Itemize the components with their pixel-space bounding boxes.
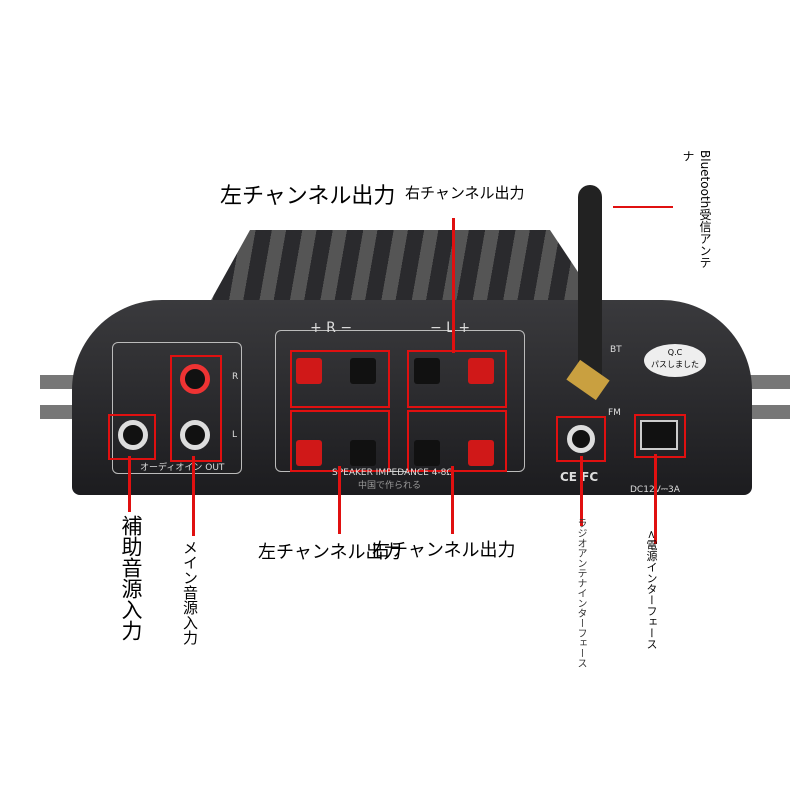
terminal-r-plus[interactable]: [296, 358, 322, 384]
made-in: 中国で作られる: [358, 481, 422, 491]
r-label: R: [232, 372, 239, 382]
rca-right-jack[interactable]: [180, 364, 210, 394]
terminal-l2-minus[interactable]: [414, 440, 440, 466]
input-panel: [112, 342, 242, 474]
rca-highlight: [170, 355, 222, 462]
dc-jack[interactable]: [640, 420, 678, 450]
dc-highlight: [634, 414, 686, 458]
left-out-top-label: 左チャンネル出力: [220, 184, 396, 209]
cert-marks: CE FC: [560, 470, 599, 484]
bt-label: BT: [610, 345, 622, 355]
fm-label: FM: [608, 408, 621, 418]
callout-line: [613, 206, 673, 208]
aux-highlight: [108, 414, 156, 460]
qc-1: Q.C: [667, 348, 683, 357]
audio-in-label: オーディオイン OUT: [140, 463, 225, 473]
aux-jack[interactable]: [118, 420, 148, 450]
l-polarity: − L +: [430, 320, 471, 336]
terminal-r2-plus[interactable]: [296, 440, 322, 466]
bt-antenna-label: Bluetooth受信アンテナ: [681, 150, 712, 269]
rca-left-jack[interactable]: [180, 420, 210, 450]
callout-line: [451, 466, 454, 534]
qc-2: パスしました: [651, 360, 699, 369]
highlight-r-bottom: [290, 410, 390, 472]
l-label: L: [232, 430, 238, 440]
aux-in-label: 補助音源入力: [119, 515, 143, 641]
highlight-r-top: [290, 350, 390, 408]
antenna-icon: [578, 185, 602, 380]
main-in-label: メイン音源入力: [181, 540, 199, 645]
left-out-bottom-label: 左チャンネル出力: [258, 542, 402, 563]
callout-line: [338, 466, 341, 534]
terminal-l2-plus[interactable]: [468, 440, 494, 466]
highlight-l-top: [407, 350, 507, 408]
amplifier-body: [72, 300, 752, 495]
callout-line: [128, 456, 131, 512]
speaker-panel: [275, 330, 525, 472]
qc-sticker: Q.C パスしました: [644, 344, 706, 377]
highlight-l-bottom: [407, 410, 507, 472]
callout-line: [654, 454, 657, 544]
callout-line: [452, 218, 455, 353]
terminal-l-minus[interactable]: [414, 358, 440, 384]
power-label: <電源インターフェース: [645, 530, 658, 650]
terminal-r-minus[interactable]: [350, 358, 376, 384]
fm-antenna-label: ラジオアンテナインターフェース: [575, 518, 586, 668]
callout-line: [580, 456, 583, 526]
right-out-top-label: 右チャンネル出力: [405, 184, 525, 202]
callout-line: [192, 456, 195, 536]
fm-jack[interactable]: [567, 425, 595, 453]
speaker-impedance: SPEAKER IMPEDANCE 4-8Ω: [332, 468, 454, 478]
terminal-l-plus[interactable]: [468, 358, 494, 384]
r-polarity: + R −: [310, 320, 353, 336]
terminal-r2-minus[interactable]: [350, 440, 376, 466]
right-out-bottom-label: 右チャンネル出力: [372, 540, 516, 561]
